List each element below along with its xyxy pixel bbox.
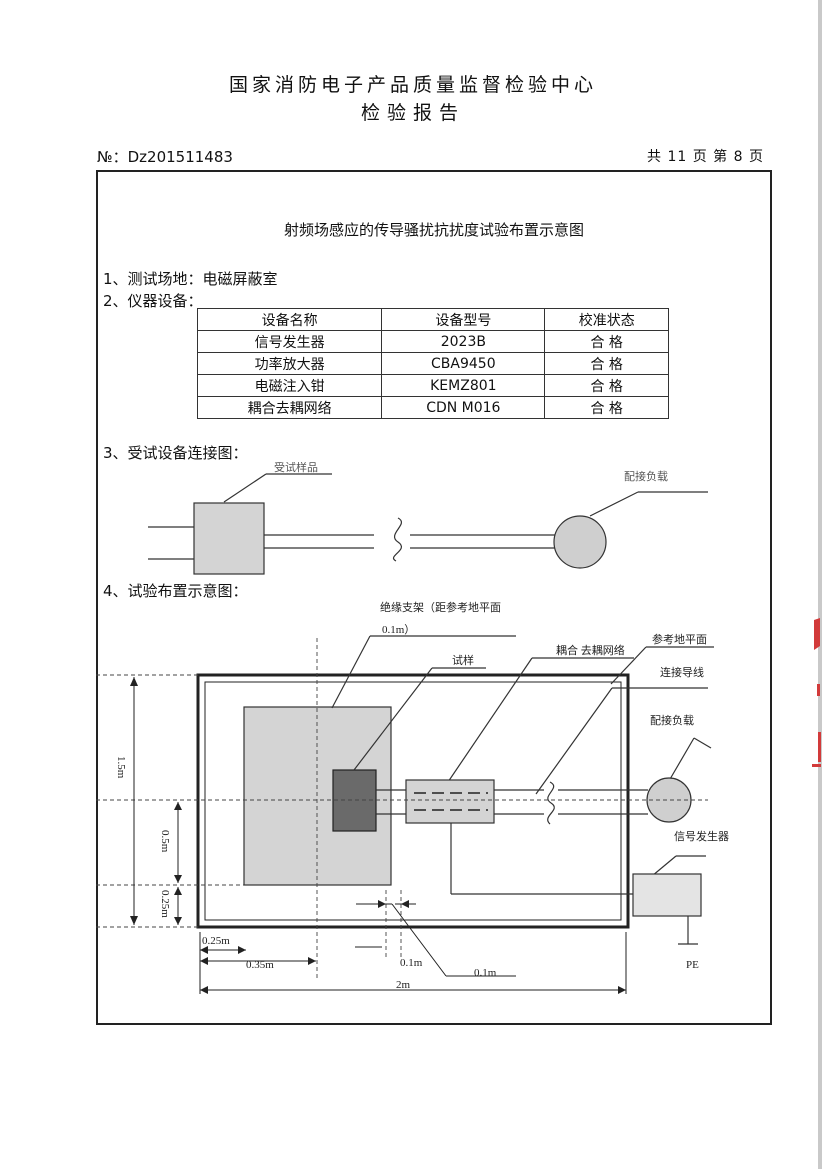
table-cell: 合 格 [544,374,669,397]
arrow-2m-right [618,986,626,994]
load-label: 配接负载 [650,713,694,727]
table-cell: 电磁注入钳 [196,374,383,397]
arrow-025m-right [238,946,246,954]
cdn-box [405,779,495,824]
table-cell: 合 格 [544,396,669,419]
arrow-15m-bottom [130,916,138,925]
table-row: 功率放大器 CBA9450 合 格 [196,352,669,375]
support-label-line2: 0.1m） [382,623,415,636]
table-row: 耦合去耦网络 CDN M016 合 格 [196,396,669,419]
support-leader [331,635,371,709]
item-connection-diagram: 3、受试设备连接图： [103,444,248,462]
dim-01m-b: 0.1m [474,967,497,979]
signal-generator-box [632,873,702,917]
org-name: 国家消防电子产品质量监督检验中心 [228,74,597,96]
arrow-01m-right [401,900,409,908]
table-cell: 合 格 [544,330,669,353]
dim-025m-v: 0.25m [159,890,171,918]
dim-035m: 0.35m [246,959,274,971]
item-layout-diagram: 4、试验布置示意图： [103,582,248,600]
dim-15m: 1.5m [115,756,127,779]
table-header: 设备名称 [196,308,383,331]
break-symbol [547,781,555,825]
table-header-row: 设备名称 设备型号 校准状态 [196,308,669,331]
dim-025m-h: 0.25m [202,935,230,947]
table-cell: KEMZ801 [381,374,546,397]
arrow-025m-left [200,946,208,954]
load-label: 配接负载 [624,469,668,483]
ground-plane-label: 参考地平面 [652,632,707,646]
pe-label: PE [686,959,699,971]
arrow-025m-top [174,887,182,895]
ground-plane-outer [196,673,630,929]
sample-leader-line [223,473,267,503]
page-edge-shadow [818,0,822,1169]
arrow-01m-left [378,900,386,908]
support-label-line1: 绝缘支架（距参考地平面 [380,600,501,614]
item-equipment: 2、仪器设备： [103,292,203,310]
doc-number-value: Dz201511483 [127,148,233,166]
content-frame [96,170,772,1025]
arrow-035m-right [308,957,316,965]
layout-diagram: 绝缘支架（距参考地平面 0.1m） 试样 耦合 去耦网络 参考地平面 连接导线 … [96,600,729,994]
arrow-05m-bottom [174,875,182,883]
lead-leader [535,687,613,795]
dim-01m-a: 0.1m [400,957,423,969]
sample-label: 受试样品 [274,462,318,474]
sample-box [193,502,265,575]
table-header: 校准状态 [544,308,669,331]
equipment-table: 设备名称 设备型号 校准状态 信号发生器 2023B 合 格 功率放大器 CBA… [196,308,669,419]
arrow-2m-left [200,986,208,994]
table-cell: CBA9450 [381,352,546,375]
table-row: 电磁注入钳 KEMZ801 合 格 [196,374,669,397]
connection-diagram: 受试样品 配接负载 [148,462,708,575]
load-circle [553,515,607,569]
table-cell: 信号发生器 [196,330,383,353]
test-sample [332,769,377,832]
arrow-15m-top [130,677,138,686]
doc-number-label: №： [97,148,128,166]
doc-number: №：Dz201511483 [97,146,233,167]
table-cell: 耦合去耦网络 [196,396,383,419]
dim-2m: 2m [396,979,411,991]
page-info: 共 11 页 第 8 页 [647,149,764,165]
generator-label: 信号发生器 [674,829,729,843]
sample-leader [353,667,433,771]
red-stamp-fragment [812,618,821,767]
ground-plane-leader [610,646,647,685]
table-cell: 2023B [381,330,546,353]
report-title: 检验报告 [360,102,465,124]
lead-label: 连接导线 [660,665,704,679]
document-title: 射频场感应的传导骚扰抗扰度试验布置示意图 [283,221,584,239]
ground-plane-inner [204,681,622,921]
dim-01m-b-leader [391,903,447,977]
sample-label: 试样 [452,653,474,667]
generator-leader [651,855,677,877]
cdn-leader [447,657,533,783]
arrow-05m-top [174,802,182,810]
load-leader-line [589,491,639,517]
table-cell: 合 格 [544,352,669,375]
break-symbol [393,517,402,562]
dim-05m: 0.5m [159,830,171,853]
table-cell: CDN M016 [381,396,546,419]
table-row: 信号发生器 2023B 合 格 [196,330,669,353]
item-test-site: 1、测试场地：电磁屏蔽室 [103,270,278,288]
arrow-025m-bottom [174,917,182,925]
table-header: 设备型号 [381,308,546,331]
load-label-tail [693,737,712,749]
table-cell: 功率放大器 [196,352,383,375]
cdn-label: 耦合 去耦网络 [556,643,625,657]
arrow-035m-left [200,957,208,965]
